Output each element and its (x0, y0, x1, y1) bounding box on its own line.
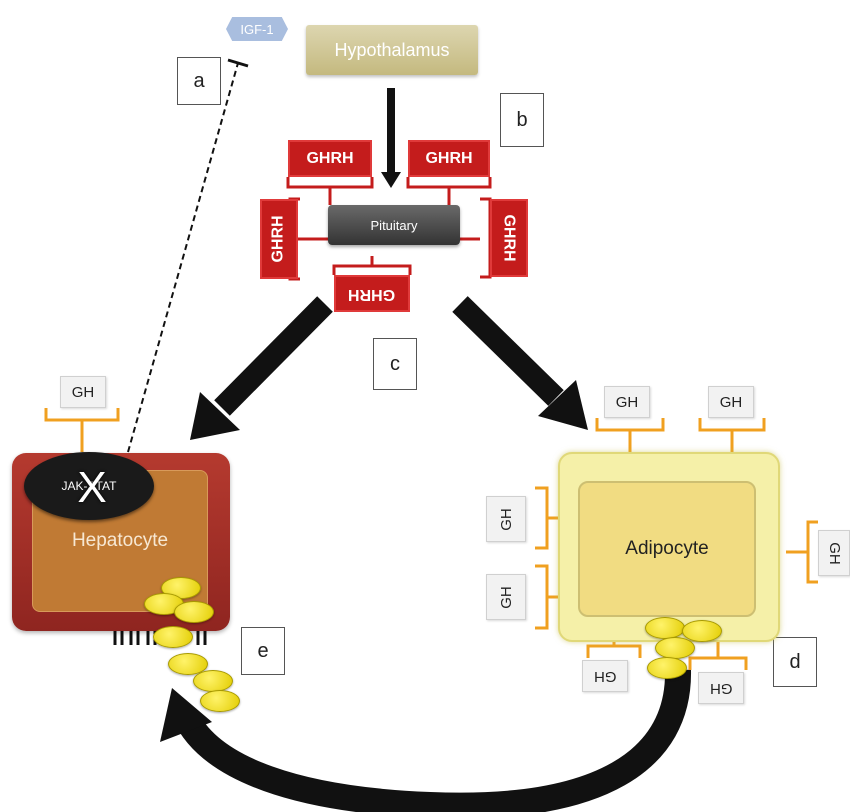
gh-label: GH (593, 667, 617, 685)
granule (193, 670, 233, 692)
label-b: b (516, 108, 528, 131)
pituitary-to-adipocyte-arrowhead (538, 380, 588, 430)
jak-stat-oval: JAK-STAT (24, 452, 154, 520)
granule (645, 617, 685, 639)
label-a-box: a (177, 57, 221, 105)
hypothalamus-node: Hypothalamus (306, 25, 478, 75)
gh-tag: GH (582, 660, 628, 692)
gh-tag: GH (486, 496, 526, 542)
ghrh-label: GHRH (425, 149, 473, 167)
ghrh-label: GHRH (306, 149, 354, 167)
gh-tag: GH (486, 574, 526, 620)
granule (168, 653, 208, 675)
gh-tag: GH (818, 530, 850, 576)
granule (200, 690, 240, 712)
gh-tag: GH (708, 386, 754, 418)
igf1-feedback-line (127, 62, 239, 453)
adipocyte-to-hepatocyte-curved-arrow (173, 669, 692, 812)
granule (174, 601, 214, 623)
label-e: e (257, 639, 269, 662)
adipocyte-label: Adipocyte (625, 538, 709, 559)
granule (647, 657, 687, 679)
gh-label: GH (825, 541, 843, 565)
label-d-box: d (773, 637, 817, 687)
adipocyte-inner: Adipocyte (578, 481, 756, 617)
label-c: c (390, 352, 400, 375)
ghrh-label: GHRH (348, 285, 396, 303)
gh-label: GH (497, 507, 515, 531)
gh-label: GH (71, 383, 95, 401)
label-b-box: b (500, 93, 544, 147)
ghrh-label: GHRH (501, 214, 519, 262)
label-e-box: e (241, 627, 285, 675)
ghrh-tag: GHRH (260, 199, 298, 279)
gh-label: GH (719, 393, 743, 411)
granule (682, 620, 722, 642)
gh-tag: GH (604, 386, 650, 418)
label-a: a (193, 69, 205, 92)
gh-tag: GH (698, 672, 744, 704)
ghrh-label: GHRH (270, 215, 288, 263)
gh-label: GH (709, 679, 733, 697)
pituitary-label: Pituitary (370, 217, 418, 233)
hepatocyte-label: Hepatocyte (71, 530, 169, 551)
igf1-inhibition-bar (227, 58, 249, 68)
pituitary-to-adipocyte-arrow (452, 296, 564, 406)
blocked-x-icon: X (70, 460, 114, 516)
pituitary-to-hepatocyte-arrowhead (190, 392, 240, 440)
gh-tag: GH (60, 376, 106, 408)
pituitary-node: Pituitary (328, 205, 460, 245)
gh-label: GH (497, 585, 515, 609)
granule (655, 637, 695, 659)
ghrh-tag: GHRH (408, 140, 490, 177)
blocked-x-label: X (77, 463, 107, 512)
ghrh-tag: GHRH (490, 199, 528, 277)
gh-brackets-hepatocyte (44, 408, 120, 452)
pituitary-to-hepatocyte-arrow (214, 296, 333, 416)
label-d: d (789, 650, 801, 673)
hypothalamus-label: Hypothalamus (334, 39, 450, 60)
gh-label: GH (615, 393, 639, 411)
label-c-box: c (373, 338, 417, 390)
igf1-node: IGF-1 (226, 17, 288, 41)
igf1-label: IGF-1 (240, 21, 274, 37)
adipocyte-to-hepatocyte-arrowhead (160, 688, 212, 742)
ghrh-tag: GHRH (288, 140, 372, 177)
granule (153, 626, 193, 648)
jak-stat-label: JAK-STAT (61, 479, 117, 493)
hypothalamus-to-pituitary-arrowhead (381, 172, 401, 188)
ghrh-tag: GHRH (334, 275, 410, 312)
